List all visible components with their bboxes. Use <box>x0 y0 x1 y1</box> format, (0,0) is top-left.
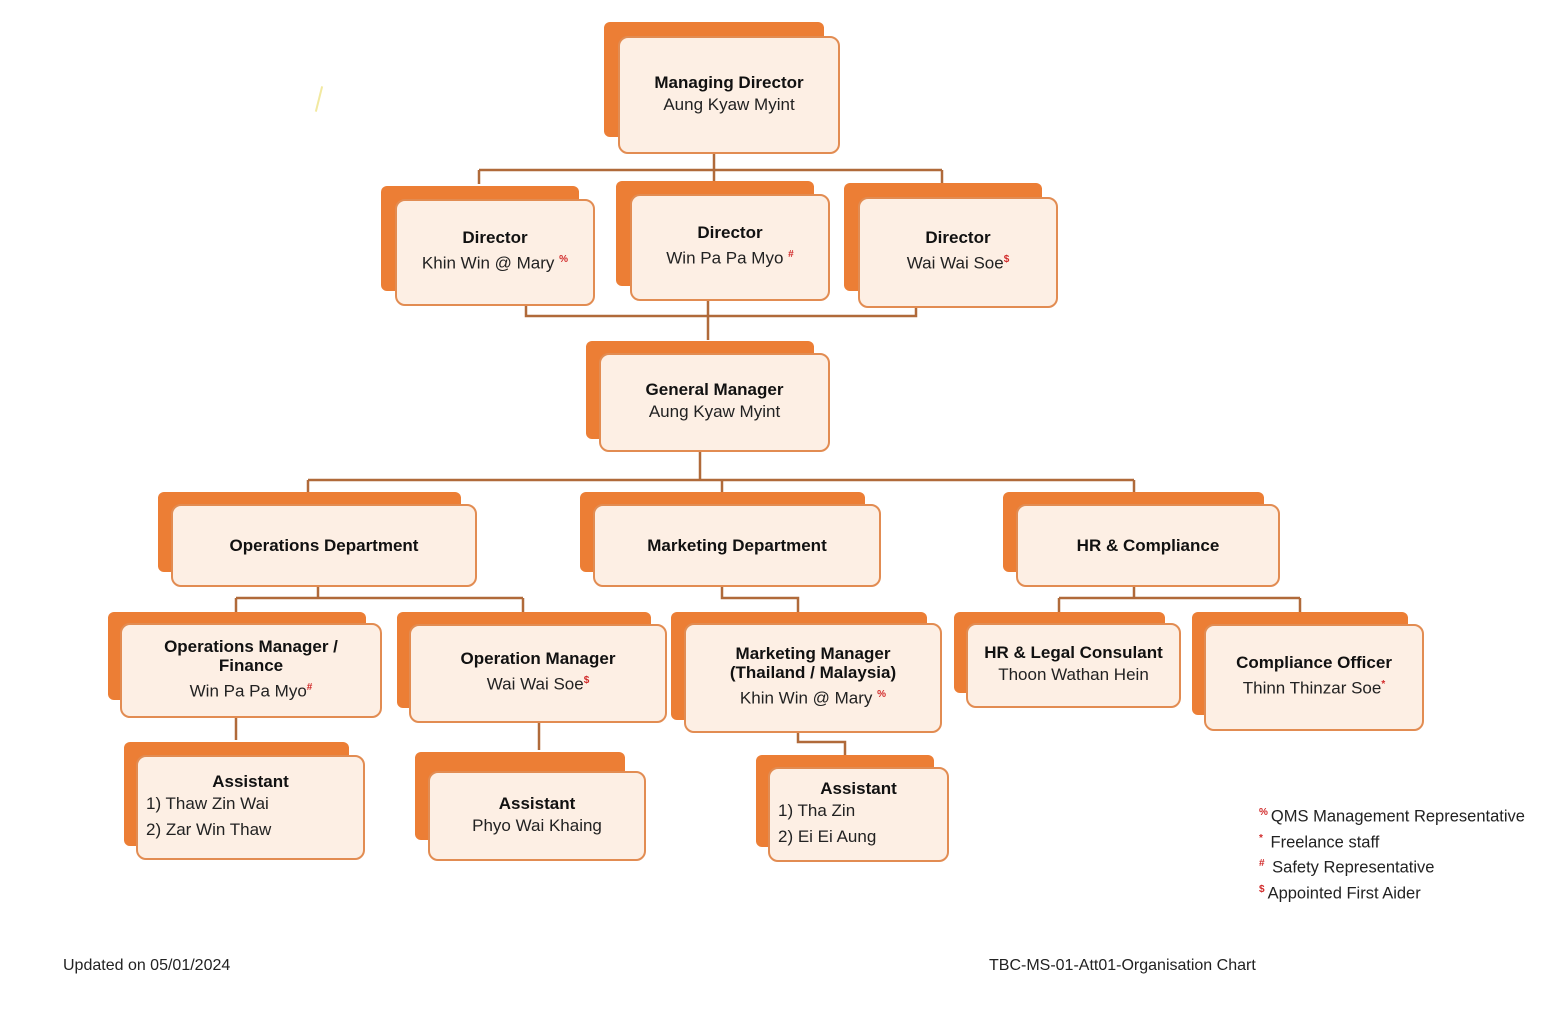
node-title: Managing Director <box>654 72 804 92</box>
legend-symbol: * <box>1259 832 1263 844</box>
node-title: Operation Manager <box>460 649 616 669</box>
qms-rep-mark: % <box>877 689 887 701</box>
node-title: Operations Department <box>229 536 419 555</box>
legend-label: QMS Management Representative <box>1270 807 1525 826</box>
legend: %QMS Management Representative * Freelan… <box>1259 802 1525 904</box>
node-title: General Manager <box>645 380 784 399</box>
node-name: Thinn Thinzar Soe <box>1242 678 1382 698</box>
node-title: Assistant <box>212 772 289 791</box>
node-title: Assistant <box>820 779 897 798</box>
node-title: Director <box>462 228 528 248</box>
legend-symbol: % <box>1259 807 1268 818</box>
legend-label: Safety Representative <box>1267 858 1435 877</box>
legend-item-safety: # Safety Representative <box>1259 853 1525 879</box>
assistant-name-1: 1) Thaw Zin Wai <box>146 794 269 813</box>
updated-date: Updated on 05/01/2024 <box>63 957 231 974</box>
node-title: Marketing Department <box>647 536 827 555</box>
first-aider-mark: $ <box>1003 254 1010 266</box>
qms-rep-mark: % <box>559 254 569 266</box>
node-name: Aung Kyaw Myint <box>648 402 781 421</box>
node-title: Assistant <box>498 793 576 813</box>
node-name: Phyo Wai Khaing <box>472 815 602 835</box>
node-name: Win Pa Pa Myo <box>666 248 784 268</box>
node-name: Khin Win @ Mary <box>421 253 555 273</box>
node-title: Operations Manager / Finance <box>164 636 338 675</box>
freelance-mark: * <box>1381 679 1386 691</box>
document-id: TBC-MS-01-Att01-Organisation Chart <box>989 957 1256 974</box>
node-title: HR & Legal Consulant <box>984 643 1163 662</box>
legend-symbol: # <box>1259 858 1265 869</box>
first-aider-mark: $ <box>583 675 590 687</box>
node-name: Aung Kyaw Myint <box>663 94 795 114</box>
legend-label: Freelance staff <box>1265 833 1380 851</box>
safety-rep-mark: # <box>788 249 794 261</box>
node-name: Win Pa Pa Myo <box>189 681 307 701</box>
legend-item-freelance: * Freelance staff <box>1259 828 1525 854</box>
assistant-name-2: 2) Zar Win Thaw <box>146 820 272 839</box>
node-title: Director <box>925 228 991 248</box>
node-title: Marketing Manager (Thailand / Malaysia) <box>729 644 897 683</box>
node-name: Wai Wai Soe <box>906 253 1004 273</box>
node-name: Wai Wai Soe <box>486 674 584 694</box>
assistant-name-1: 1) Tha Zin <box>778 801 856 820</box>
legend-item-first-aider: $Appointed First Aider <box>1259 879 1525 905</box>
node-name: Khin Win @ Mary <box>739 688 873 708</box>
node-name: Thoon Wathan Hein <box>998 665 1149 684</box>
legend-item-qms: %QMS Management Representative <box>1259 802 1525 828</box>
safety-rep-mark: # <box>306 681 313 693</box>
node-title: Compliance Officer <box>1236 653 1392 673</box>
node-title: HR & Compliance <box>1076 536 1220 555</box>
legend-symbol: $ <box>1259 883 1265 895</box>
assistant-name-2: 2) Ei Ei Aung <box>778 827 877 846</box>
node-title: Director <box>697 223 763 243</box>
legend-label: Appointed First Aider <box>1267 884 1421 902</box>
